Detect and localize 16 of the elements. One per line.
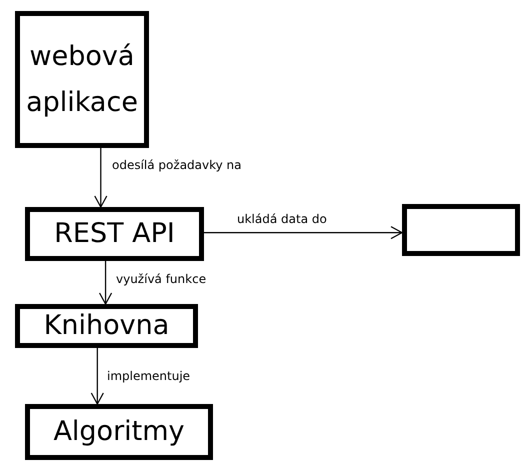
process-box <box>15 304 198 348</box>
node-label: Knihovna <box>44 309 170 344</box>
edge-label: ukládá data do <box>237 212 327 226</box>
edge-label: implementuje <box>107 369 190 384</box>
arrow <box>204 226 403 240</box>
process-box <box>25 404 213 460</box>
node-label: Algoritmy <box>53 415 185 450</box>
arrow <box>90 348 104 405</box>
edge-label: odesílá požadavky na <box>112 158 242 172</box>
node-label: webová aplikace <box>26 40 138 120</box>
node-label: REST API <box>54 217 175 252</box>
arrow <box>98 261 112 305</box>
process-box <box>25 207 204 261</box>
edge-label: využívá funkce <box>116 272 206 286</box>
arrow <box>94 148 108 208</box>
process-box <box>402 204 520 256</box>
